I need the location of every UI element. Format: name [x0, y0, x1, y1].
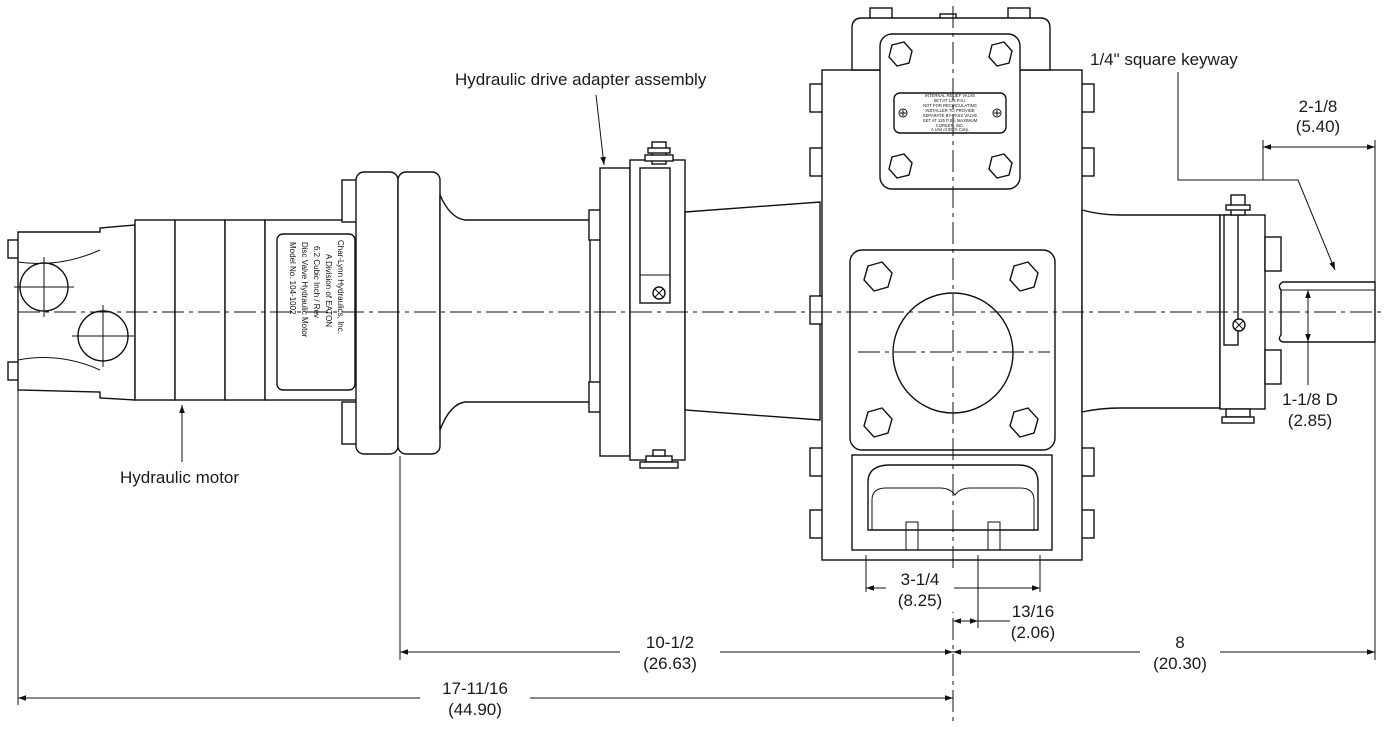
- dim-overall-metric: (44.90): [448, 700, 502, 719]
- dim-shaft-dia-value: 1-1/8 D: [1282, 390, 1338, 409]
- pump-body: INTERNAL RELIEF VALVE SET AT 125 P.S.I. …: [684, 7, 1221, 561]
- callout-hydraulic-drive-adapter: Hydraulic drive adapter assembly: [455, 70, 707, 89]
- valve-plate-line4: INSTALLER TO PROVIDE: [925, 108, 975, 113]
- dim-port-offset-metric: (2.06): [1011, 623, 1055, 642]
- callout-hydraulic-motor: Hydraulic motor: [120, 468, 239, 487]
- valve-cover-bolts: [888, 41, 1013, 179]
- port-flange-bolts: [863, 261, 1039, 438]
- hydraulic-motor: Char-Lynn Hydraulics, Inc. A Division of…: [7, 219, 359, 401]
- valve-plate-line1: INTERNAL RELIEF VALVE: [925, 93, 976, 98]
- motor-plate-line3: 6.2 Cubic Inch / Rev: [312, 246, 321, 318]
- dim-shaft-dia-metric: (2.85): [1288, 411, 1332, 430]
- dim-shaft-ext-value: 2-1/8: [1299, 97, 1338, 116]
- motor-plate-line4: Disc Valve Hydraulic Motor: [300, 242, 309, 338]
- valve-plate-line6: SET AT 125 P.S.I. MAXIMUM: [923, 118, 978, 123]
- hydraulic-drive-adapter: [341, 141, 686, 469]
- valve-plate-line3: NOT FOR RECIRCULATING: [923, 103, 977, 108]
- valve-plate-line2: SET AT 125 P.S.I.: [934, 98, 967, 103]
- dim-shaft-ext-metric: (5.40): [1296, 117, 1340, 136]
- dim-center-to-shaft-end-metric: (20.30): [1153, 654, 1207, 673]
- dim-port-width-value: 3-1/4: [901, 570, 940, 589]
- dim-flange-to-center-value: 10-1/2: [646, 633, 694, 652]
- valve-plate-line5: SEPARATE BY-PASS VALVE: [923, 113, 978, 118]
- valve-plate-line8: A Unit of IDEX Corp.: [931, 127, 969, 132]
- dim-overall-value: 17-11/16: [442, 679, 508, 698]
- callout-keyway: 1/4" square keyway: [1090, 50, 1238, 69]
- motor-plate-line5: Model No. 104-1002: [288, 242, 297, 315]
- motor-plate-line2: A Division of EATON: [324, 254, 333, 327]
- dim-port-offset-value: 13/16: [1012, 602, 1055, 621]
- valve-plate-line7: CORKEN, INC.: [936, 123, 965, 128]
- dim-port-width-metric: (8.25): [898, 591, 942, 610]
- callout-leaders: [179, 72, 1336, 462]
- dim-flange-to-center-metric: (26.63): [643, 654, 697, 673]
- motor-plate-line1: Char-Lynn Hydraulics, Inc.: [336, 240, 345, 334]
- extension-lines: [17, 140, 1376, 705]
- dim-center-to-shaft-end-value: 8: [1175, 633, 1184, 652]
